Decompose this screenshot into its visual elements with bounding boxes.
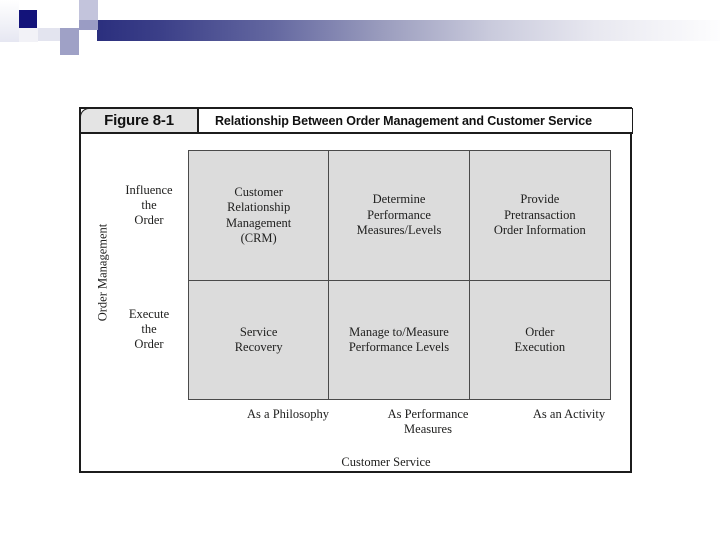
- header-square-white-b: [60, 10, 79, 28]
- matrix-cell-execute-activity: Order Execution: [469, 281, 610, 399]
- cell-line: Service: [239, 324, 278, 339]
- cell-line: Performance Levels: [348, 340, 450, 354]
- row-label-line-2: the: [141, 197, 157, 212]
- header-square-pale-b: [38, 28, 60, 42]
- column-label-line-1: As an Activity: [532, 407, 606, 421]
- column-label-line-2: Measures: [404, 422, 452, 436]
- matrix-cell-influence-measures: Determine Performance Measures/Levels: [329, 151, 470, 281]
- column-label-as-a-philosophy: As a Philosophy: [213, 407, 363, 422]
- header-square-pale-a: [19, 28, 38, 42]
- matrix-grid: Customer Relationship Management (CRM) D…: [188, 150, 611, 400]
- figure-frame: Figure 8-1 Relationship Between Order Ma…: [79, 107, 633, 473]
- header-square-white-a: [60, 0, 79, 10]
- header-square-periwinkle-c: [60, 41, 79, 55]
- header-square-white-d: [0, 42, 38, 56]
- figure-number-box: Figure 8-1: [80, 108, 199, 132]
- row-label-line-1: Execute: [128, 307, 170, 321]
- column-label-line-1: As a Philosophy: [247, 407, 329, 421]
- row-label-line-3: Order: [134, 336, 164, 351]
- matrix-cell-execute-philosophy: Service Recovery: [189, 281, 330, 399]
- figure-title-box: Relationship Between Order Management an…: [199, 108, 633, 132]
- matrix-cell-influence-philosophy: Customer Relationship Management (CRM): [189, 151, 330, 281]
- row-label-line-1: Influence: [125, 183, 173, 197]
- header-square-periwinkle-a: [79, 20, 98, 30]
- column-label-as-performance-measures: As Performance Measures: [353, 407, 503, 437]
- figure-titlebar: Figure 8-1 Relationship Between Order Ma…: [80, 108, 633, 134]
- header-gradient-band: [97, 20, 720, 41]
- row-label-execute-the-order: Execute the Order: [113, 307, 185, 351]
- header-square-navy-accent: [19, 10, 37, 28]
- cell-line: Pretransaction: [504, 207, 576, 222]
- row-label-influence-the-order: Influence the Order: [113, 183, 185, 227]
- x-axis-title: Customer Service: [341, 455, 431, 469]
- cell-line: Relationship: [227, 200, 291, 214]
- header-square-left-gradient: [0, 0, 19, 42]
- cell-line: Provide: [520, 192, 560, 207]
- header-square-white-c: [38, 41, 60, 55]
- cell-line: Manage to/Measure: [349, 324, 449, 339]
- figure-number-label: Figure 8-1: [104, 112, 174, 129]
- cell-line: Customer: [234, 184, 283, 199]
- figure-title-label: Relationship Between Order Management an…: [215, 113, 592, 128]
- column-label-line-1: As Performance: [387, 407, 469, 421]
- header-square-lavender-a: [79, 0, 98, 20]
- row-label-line-3: Order: [134, 212, 164, 227]
- cell-line: (CRM): [240, 231, 277, 245]
- y-axis-title: Order Management: [95, 223, 110, 322]
- matrix-cell-influence-activity: Provide Pretransaction Order Information: [469, 151, 610, 281]
- slide-header-decoration: [0, 0, 720, 56]
- column-label-as-an-activity: As an Activity: [494, 407, 644, 422]
- cell-line: Determine: [372, 192, 426, 207]
- matrix-cell-execute-measures: Manage to/Measure Performance Levels: [329, 281, 470, 399]
- cell-line: Execution: [514, 340, 566, 354]
- cell-line: Recovery: [234, 340, 283, 354]
- row-label-line-2: the: [141, 321, 157, 336]
- header-square-periwinkle-b: [60, 28, 79, 41]
- cell-line: Performance: [367, 207, 431, 222]
- cell-line: Measures/Levels: [356, 223, 442, 238]
- header-square-white-top: [97, 0, 121, 20]
- figure-body: Order Management Influence the Order Exe…: [81, 135, 630, 473]
- cell-line: Order: [525, 324, 555, 339]
- cell-line: Management: [226, 215, 292, 230]
- cell-line: Order Information: [493, 223, 586, 238]
